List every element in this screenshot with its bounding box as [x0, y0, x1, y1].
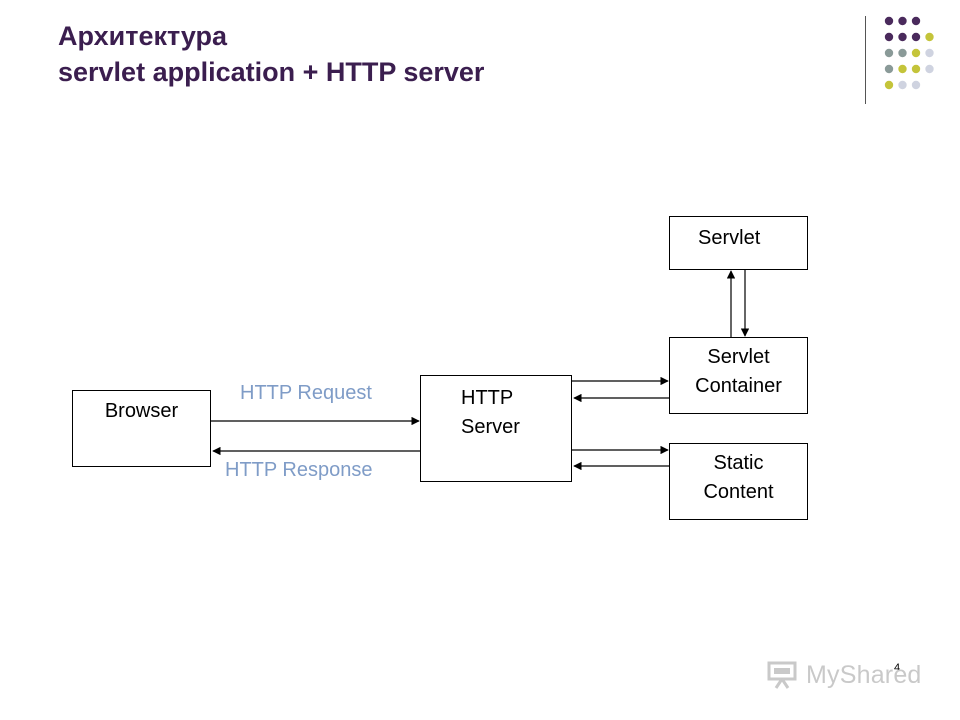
decorative-dot — [911, 64, 921, 74]
decorative-dot — [884, 80, 894, 90]
decorative-dot — [925, 48, 934, 58]
decorative-dot — [925, 64, 934, 74]
decorative-dot — [898, 16, 907, 26]
decorative-dot — [884, 64, 894, 74]
http-response-label: HTTP Response — [225, 459, 373, 481]
decorative-dot — [911, 80, 921, 90]
slide-title: Архитектура servlet application + HTTP s… — [58, 18, 484, 90]
presentation-icon — [767, 661, 797, 689]
decorative-dot — [911, 16, 921, 26]
decorative-dot — [884, 16, 894, 26]
static-content-label-line2: Content — [703, 481, 774, 503]
http-server-box: HTTP Server — [420, 375, 572, 482]
http-server-label-line1: HTTP — [461, 387, 514, 409]
watermark: MyShared — [766, 658, 926, 692]
browser-box: Browser — [72, 390, 211, 467]
static-content-box: Static Content — [669, 443, 808, 520]
decorative-dot-grid — [884, 16, 934, 90]
decorative-dot — [884, 48, 894, 58]
title-line-2: servlet application + HTTP server — [58, 57, 485, 87]
servlet-box: Servlet — [669, 216, 808, 270]
servlet-label: Servlet — [698, 227, 761, 249]
servlet-container-label-line1: Servlet — [707, 346, 770, 368]
decorative-divider — [865, 16, 866, 104]
decorative-dot — [898, 48, 907, 58]
decorative-dot — [925, 32, 934, 42]
watermark-text: MyShared — [806, 660, 922, 689]
servlet-container-box: Servlet Container — [669, 337, 808, 414]
page-number: 4 — [894, 662, 901, 674]
decorative-dot — [898, 64, 907, 74]
decorative-dot — [911, 32, 921, 42]
decorative-dot — [884, 32, 894, 42]
decorative-dot — [898, 80, 907, 90]
title-line-1: Архитектура — [58, 21, 228, 51]
decorative-dot — [898, 32, 907, 42]
http-server-label-line2: Server — [461, 416, 520, 438]
browser-label: Browser — [104, 400, 179, 422]
decorative-dot — [911, 48, 921, 58]
servlet-container-label-line2: Container — [695, 375, 782, 397]
static-content-label-line1: Static — [713, 452, 764, 474]
http-request-label: HTTP Request — [240, 382, 372, 404]
